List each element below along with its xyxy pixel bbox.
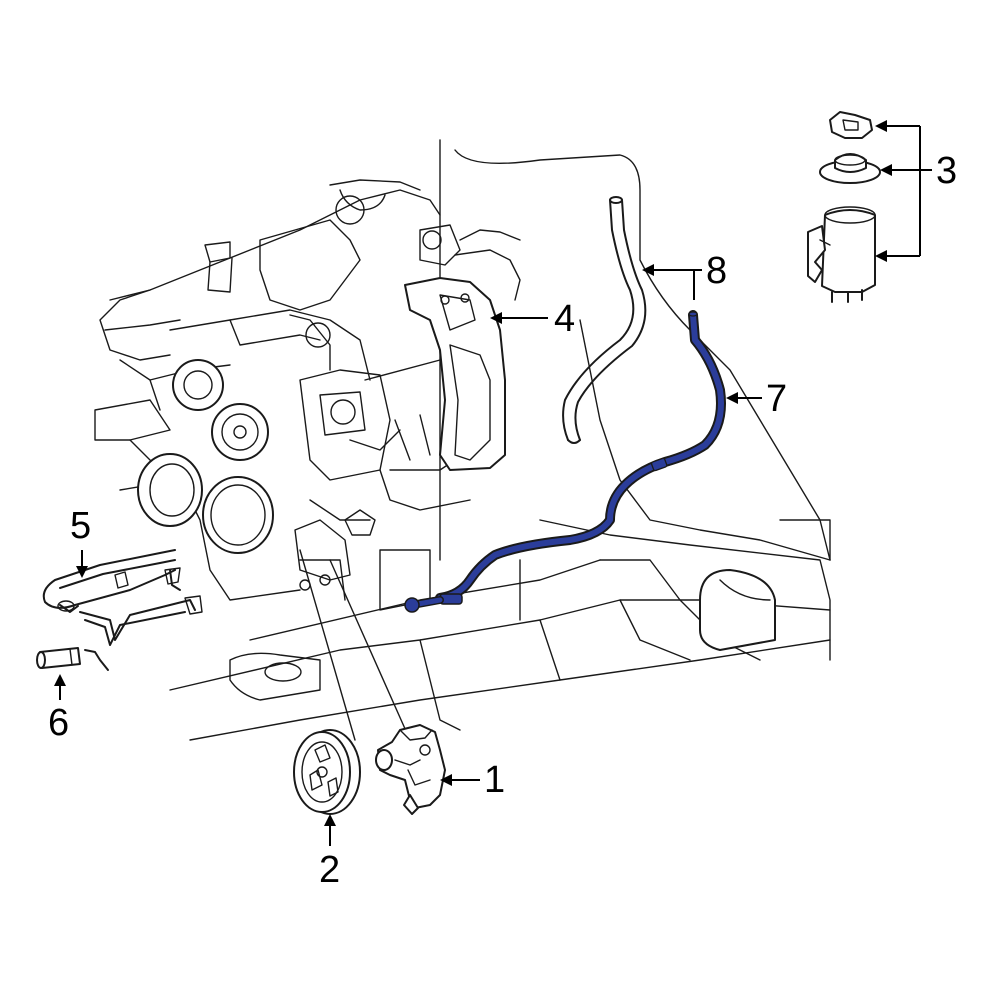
callout-2-label-visible: 2: [319, 849, 340, 891]
reservoir-cap: [829, 111, 873, 139]
callout-5-label: 5: [70, 505, 91, 547]
pulley-large: [202, 476, 274, 554]
pressure-line-assembly: [42, 549, 203, 646]
callout-8: 8: [642, 250, 727, 300]
pump-pulley: [293, 729, 361, 815]
callout-2: 3 2: [319, 814, 340, 891]
power-steering-pump: [375, 724, 446, 815]
callout-7-label: 7: [766, 378, 787, 420]
callout-7: 7: [726, 378, 787, 420]
reservoir-bracket: [404, 277, 506, 471]
pulley-idler: [211, 403, 269, 461]
callout-3: 3: [875, 120, 957, 262]
pump-leader-lines: [299, 549, 411, 741]
engine-block: [94, 179, 521, 601]
power-steering-cooler: [36, 647, 109, 671]
pulley-upper-left: [172, 359, 224, 411]
callout-6: 6: [48, 674, 69, 744]
reservoir-hose: [562, 196, 647, 444]
callout-6-label: 6: [48, 702, 69, 744]
reservoir-seal: [819, 153, 881, 184]
callout-4-label: 4: [554, 298, 575, 340]
callout-8-label: 8: [706, 250, 727, 292]
callout-4: 4: [490, 298, 575, 340]
callout-1-label: 1: [484, 759, 505, 801]
callout-3-label: 3: [936, 150, 957, 192]
pulley-crank: [137, 453, 203, 527]
reservoir-body: [807, 206, 876, 303]
callout-5: 5: [70, 505, 91, 578]
callout-1: 1: [440, 759, 505, 801]
return-hose-highlighted: [404, 310, 726, 613]
frame-outline: [169, 139, 831, 741]
